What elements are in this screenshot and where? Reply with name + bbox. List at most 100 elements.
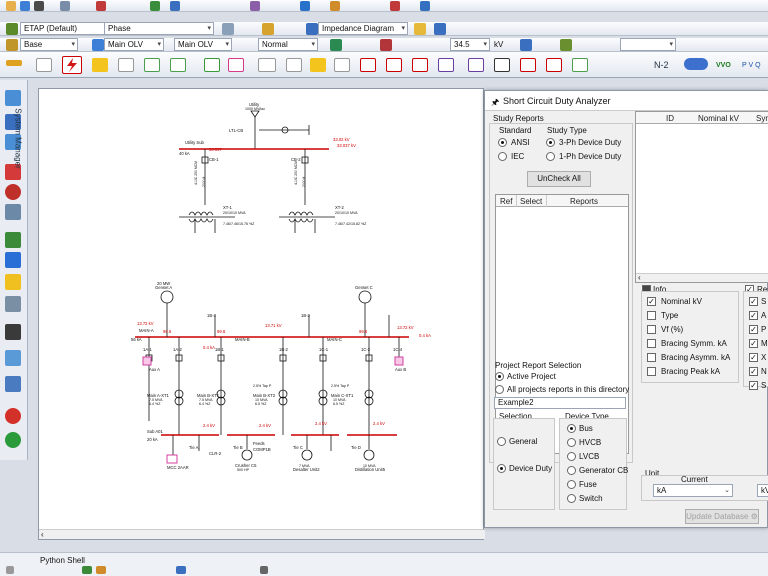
ph3-radio[interactable] [546,138,555,147]
zoom-in-icon[interactable] [170,1,180,11]
python-shell-tab[interactable]: Python Shell [40,556,85,565]
mode-select[interactable]: Normal▾ [258,38,318,51]
harmonic-icon[interactable] [144,58,160,72]
device-fuse-radio[interactable] [567,480,576,489]
status-dropdown-icon[interactable] [260,566,268,574]
kv-tool-icon[interactable] [520,39,532,51]
info-nominal-kv-checkbox[interactable]: ✓ [647,297,656,306]
active-project-radio[interactable] [495,372,504,381]
base-select[interactable]: Base▾ [20,38,78,51]
library-2-icon[interactable] [5,134,21,150]
status-grid-icon[interactable] [176,566,186,574]
network-icon[interactable] [330,39,342,51]
source-icon[interactable] [5,184,21,200]
col-id[interactable]: ID [666,114,674,123]
wave-icon[interactable] [438,58,454,72]
grid-icon[interactable] [250,1,260,11]
ansi-radio[interactable] [498,138,507,147]
info-bracing-symm-checkbox[interactable] [647,339,656,348]
device-switch-radio[interactable] [567,494,576,503]
help-icon[interactable] [420,1,430,11]
pq-sweep-icon[interactable] [386,58,402,72]
current-unit-select[interactable]: kA⌄ [653,484,733,497]
all-projects-radio[interactable] [495,385,504,394]
extra-select[interactable]: ▾ [620,38,676,51]
voltage-select[interactable]: 34.5▾ [450,38,490,51]
status-play-icon[interactable] [96,566,106,574]
green-nodes-icon[interactable] [5,432,21,448]
pq-icon[interactable] [360,58,376,72]
config-icon[interactable] [306,23,318,35]
bus-icon[interactable] [5,252,21,268]
print-icon[interactable] [60,1,70,11]
col-ref[interactable]: Ref [500,197,513,206]
recycle-icon[interactable] [5,350,21,366]
col-nominal-kv[interactable]: Nominal kV [698,114,739,123]
motor-start-icon[interactable] [118,58,134,72]
result-3-checkbox[interactable]: ✓ [749,325,758,334]
fault-icon[interactable] [412,58,428,72]
uncheck-all-button[interactable]: UnCheck All [527,171,591,187]
info-bracing-asymm-checkbox[interactable] [647,353,656,362]
project-path-input[interactable]: Example2 [494,397,626,409]
reports-table[interactable]: Ref Select Reports [495,194,629,454]
composite-icon[interactable] [5,274,21,290]
one-line-diagram[interactable]: Utility 1000 MVAsc LTL-CB Utility Sub 40… [38,88,485,540]
cut-icon[interactable] [96,1,106,11]
dc-arc-icon[interactable] [310,58,326,72]
voltage-unit-select[interactable]: kV [757,484,768,497]
system-manager-tab[interactable]: System Manager [13,108,23,169]
info-bracing-peak-checkbox[interactable] [647,367,656,376]
scroll-left-icon[interactable]: ‹ [41,530,44,539]
theme-icon[interactable] [434,23,446,35]
ph1-radio[interactable] [546,152,555,161]
col-select[interactable]: Select [520,197,543,206]
filter-icon[interactable] [380,39,392,51]
protection-icon[interactable] [204,58,220,72]
open-icon[interactable] [20,1,30,11]
project-tree-icon[interactable] [5,90,21,106]
diagram-select[interactable]: Impedance Diagram▾ [318,22,408,35]
status-refresh-icon[interactable] [82,566,92,574]
edit-mode-icon[interactable] [6,60,22,66]
reliability-icon[interactable] [228,58,244,72]
settings-icon[interactable] [330,1,340,11]
pq-scan-icon[interactable] [468,58,484,72]
col-sym[interactable]: Sym [756,114,768,123]
result-2-checkbox[interactable]: ✓ [749,311,758,320]
n2-tool[interactable]: N-2 [654,60,669,70]
info-vf-checkbox[interactable] [647,325,656,334]
device-gencb-radio[interactable] [567,466,576,475]
save-icon[interactable] [34,1,44,11]
status-tool-icon[interactable] [6,566,14,574]
pvq-tool[interactable]: P V Q [742,62,761,69]
zoom-icon[interactable] [150,1,160,11]
device-lvcb-radio[interactable] [567,452,576,461]
phase-select[interactable]: Phase▾ [104,22,214,35]
update-database-button[interactable]: Update Database ⚙ [685,509,759,524]
arc-flash-icon[interactable] [92,58,108,72]
info-type-checkbox[interactable] [647,311,656,320]
results-grid[interactable]: ID Nominal kV Sym ‹ [635,111,768,283]
battery-icon[interactable] [5,204,21,220]
switching-icon[interactable] [520,58,536,72]
contingency-icon[interactable] [546,58,562,72]
new-file-icon[interactable] [6,1,16,11]
optimal-power-icon[interactable] [258,58,276,72]
device-duty-radio[interactable] [497,464,506,473]
edit-icon[interactable] [222,23,234,35]
result-5-checkbox[interactable]: ✓ [749,353,758,362]
col-reports[interactable]: Reports [570,197,599,206]
table-icon[interactable] [300,1,310,11]
device-hvcb-radio[interactable] [567,438,576,447]
transient-icon[interactable] [170,58,186,72]
load-icon[interactable] [5,296,21,312]
canvas-h-scrollbar[interactable]: ‹ [39,529,485,539]
olv-select-left[interactable]: Main OLV▾ [104,38,164,51]
load-flow-icon[interactable] [36,58,52,72]
check-icon[interactable] [560,39,572,51]
grid-view-icon[interactable] [5,164,21,180]
short-circuit-icon[interactable] [62,56,82,74]
gen-icon[interactable] [494,58,510,72]
cable-icon[interactable] [334,58,350,72]
